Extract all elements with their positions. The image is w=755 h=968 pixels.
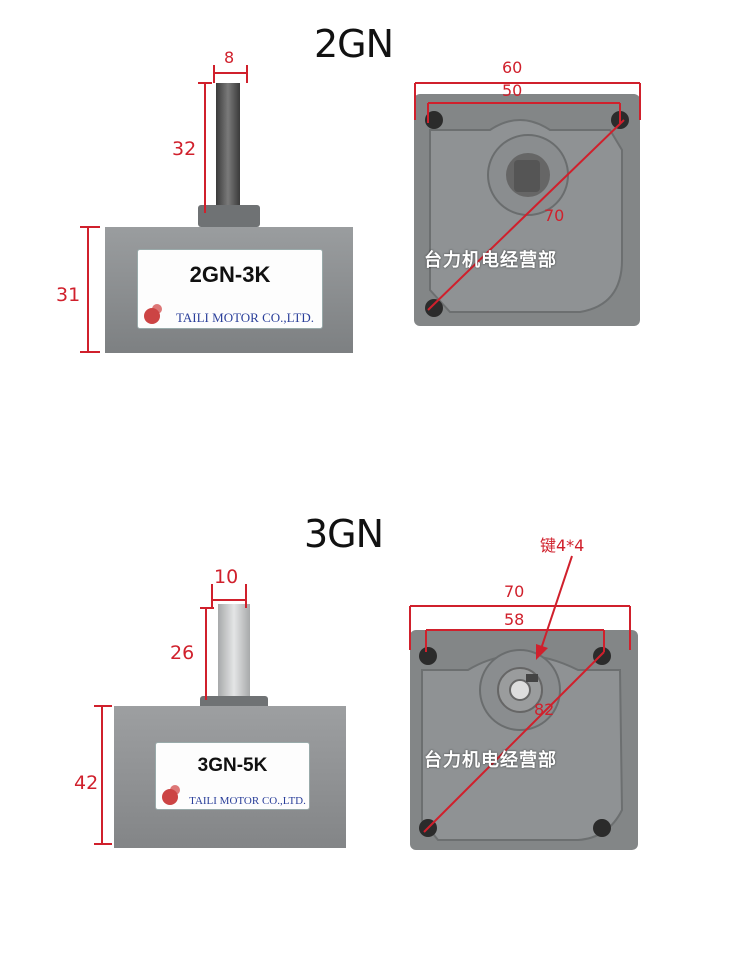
nameplate-3gn: 3GN-5K TAILI MOTOR CO.,LTD.	[155, 742, 310, 810]
logo-icon	[162, 789, 178, 805]
motor-face-view-3gn	[410, 630, 638, 850]
dimension-shaft-length-2gn: 32	[172, 138, 197, 160]
dimension-shaft-width-3gn: 10	[214, 566, 239, 588]
plate-company-3gn: TAILI MOTOR CO.,LTD.	[189, 795, 306, 807]
section-title-2gn: 2GN	[314, 22, 394, 66]
dimension-body-height-2gn: 31	[56, 284, 81, 306]
dimension-diagonal-3gn: 82	[534, 700, 555, 719]
dimension-hole-spacing-2gn: 50	[502, 81, 523, 100]
dimension-lines-3gn-face	[409, 605, 631, 652]
plate-company-2gn: TAILI MOTOR CO.,LTD.	[176, 310, 314, 325]
dimension-outer-width-2gn: 60	[502, 58, 523, 77]
dimension-outer-width-3gn: 70	[504, 582, 525, 601]
watermark-2gn: 台力机电经营部	[424, 250, 557, 271]
nameplate-2gn: 2GN-3K TAILI MOTOR CO.,LTD.	[137, 249, 323, 329]
plate-model-3gn: 3GN-5K	[197, 755, 268, 776]
key-label-3gn: 键4*4	[540, 536, 585, 555]
logo-icon	[144, 308, 160, 324]
motor-face-view-2gn	[414, 94, 640, 326]
dimension-shaft-length-3gn: 26	[170, 642, 195, 664]
dimension-hole-spacing-3gn: 58	[504, 610, 525, 629]
dimension-shaft-width-2gn: 8	[224, 48, 235, 67]
watermark-3gn: 台力机电经营部	[424, 750, 557, 771]
section-title-3gn: 3GN	[304, 512, 384, 556]
dimension-lines-2gn-face	[414, 82, 641, 123]
plate-model-2gn: 2GN-3K	[189, 262, 271, 287]
dimension-body-height-3gn: 42	[74, 772, 99, 794]
dimension-lines-3gn-side	[94, 584, 247, 845]
dimension-diagonal-2gn: 70	[544, 206, 565, 225]
key-pointer-arrow-3gn	[536, 555, 573, 660]
dimension-lines-2gn-side	[80, 65, 248, 353]
